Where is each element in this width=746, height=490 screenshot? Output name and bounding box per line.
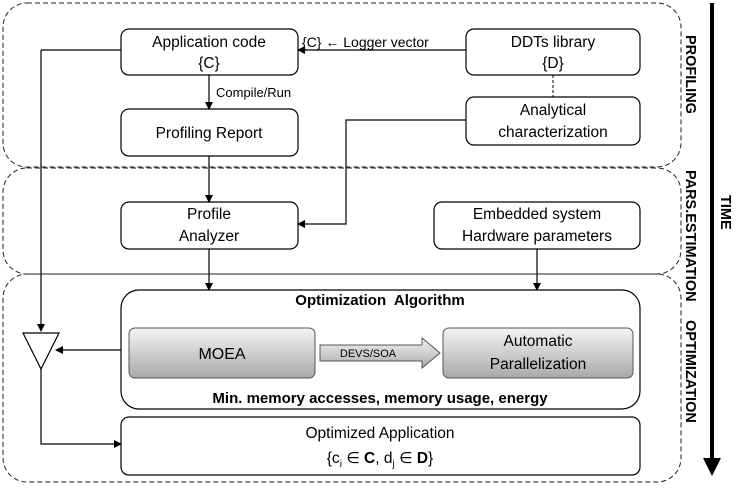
mux-triangle [22,332,60,371]
set-comma: , d [375,450,392,467]
compile-run-label: Compile/Run [216,85,291,100]
pars-estimation-label: PARS.ESTIMATION [682,170,698,302]
devs-soa-label: DEVS/SOA [340,348,397,360]
set-d-bold: D [417,450,428,467]
devs-soa-arrow [319,336,441,370]
time-arrowhead [703,458,721,476]
ddts-library-set: {D} [542,55,564,72]
logger-vector-label: {C} ← Logger vector [302,34,429,50]
optimization-region [2,273,682,483]
embedded-line2: Hardware parameters [462,228,612,245]
profiling-label: PROFILING [682,35,698,114]
opt-algorithm-footer: Min. memory accesses, memory usage, ener… [212,390,548,407]
auto-par-line1: Automatic [504,333,573,350]
set-in-2: ∈ [395,450,417,467]
profiling-report-label: Profiling Report [156,125,264,142]
mux-to-output-arrow [40,369,122,448]
app-code-title: Application code [152,34,266,51]
profile-analyzer-line1: Profile [187,206,231,223]
moea-label: MOEA [198,346,245,363]
analytical-line1: Analytical [520,102,586,119]
time-label: TIME [717,195,733,230]
app-code-set: {C} [198,55,220,72]
set-sub-i: i [340,459,342,470]
embedded-line1: Embedded system [473,206,601,223]
optimized-app-title: Optimized Application [305,425,454,442]
set-in-1: ∈ [342,450,364,467]
pars-estimation-region [2,167,682,275]
analytical-line2: characterization [498,124,607,141]
optimization-label: OPTIMIZATION [682,320,698,423]
moea-box [128,327,316,379]
optimized-app-set: {ci ∈ C, dj ∈ D} [327,450,433,470]
set-close: } [428,450,433,467]
set-open: {c [327,450,340,467]
ddts-library-title: DDTs library [511,34,596,51]
profile-analyzer-line2: Analyzer [179,228,239,245]
profiling-region [2,2,682,168]
set-c-bold: C [364,450,375,467]
auto-parallelization-box [442,327,634,379]
analytical-to-analyzer-arrow [297,119,466,228]
set-sub-j: j [391,459,394,470]
opt-algorithm-title: Optimization Algorithm [295,292,464,309]
auto-par-line2: Parallelization [490,356,587,373]
